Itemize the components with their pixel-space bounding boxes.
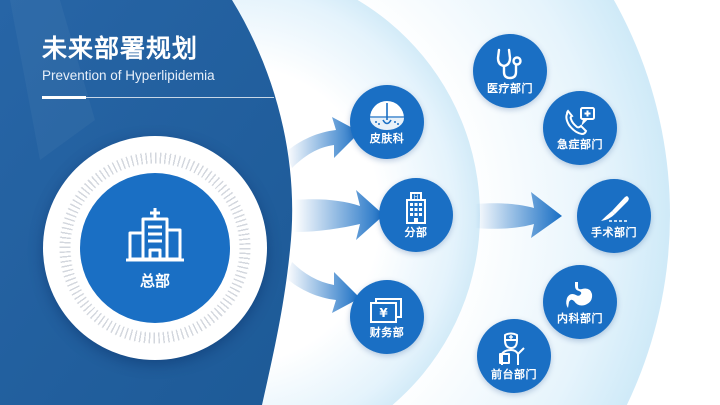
- headquarters-node[interactable]: 总部: [43, 136, 267, 360]
- node-internal-medicine[interactable]: 内科部门: [543, 265, 617, 339]
- node-emergency[interactable]: 急症部门: [543, 91, 617, 165]
- node-label: 内科部门: [557, 311, 603, 325]
- title-block: 未来部署规划 Prevention of Hyperlipidemia: [42, 34, 215, 84]
- stomach-icon: [566, 281, 593, 308]
- node-label: 急症部门: [557, 137, 603, 151]
- node-medical[interactable]: 医疗部门: [473, 34, 547, 108]
- svg-text:H: H: [414, 194, 419, 201]
- title-divider-accent: [42, 96, 86, 99]
- scalpel-icon: [601, 195, 629, 222]
- node-label: 前台部门: [491, 367, 537, 381]
- stethoscope-icon: [496, 48, 522, 79]
- headquarters-label: 总部: [139, 271, 170, 290]
- svg-text:¥: ¥: [379, 306, 388, 320]
- node-label: 皮肤科: [369, 131, 405, 145]
- node-label: 分部: [404, 225, 428, 239]
- office-building-icon: H: [406, 191, 426, 224]
- node-dermatology[interactable]: 皮肤科: [350, 85, 424, 159]
- headquarters-inner: 总部: [80, 173, 230, 323]
- node-branch[interactable]: H 分部: [379, 178, 453, 252]
- title-divider: [42, 97, 274, 98]
- node-finance[interactable]: ¥ 财务部: [350, 280, 424, 354]
- emergency-phone-icon: [565, 106, 595, 135]
- node-surgery[interactable]: 手术部门: [577, 179, 651, 253]
- page-subtitle: Prevention of Hyperlipidemia: [42, 68, 215, 83]
- skin-hair-follicle-icon: [370, 100, 404, 130]
- node-reception[interactable]: 前台部门: [477, 319, 551, 393]
- page-title: 未来部署规划: [42, 34, 199, 63]
- nurse-receptionist-icon: [499, 332, 525, 365]
- yen-bill-icon: ¥: [370, 297, 402, 323]
- node-label: 财务部: [369, 325, 405, 339]
- node-label: 手术部门: [591, 225, 637, 239]
- node-label: 医疗部门: [487, 81, 533, 95]
- hospital-building-icon: [126, 207, 184, 261]
